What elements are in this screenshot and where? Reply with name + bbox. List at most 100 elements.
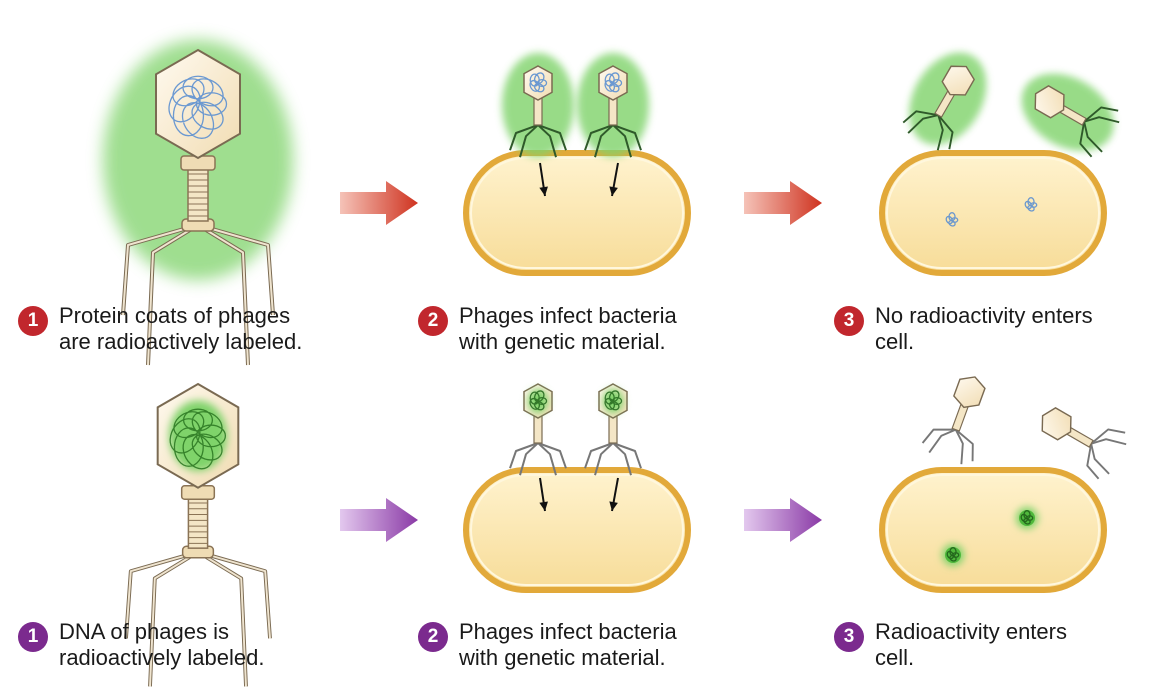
caption-line: with genetic material.	[459, 329, 666, 354]
tail-fiber	[594, 124, 614, 158]
tail-fiber	[509, 442, 539, 469]
arrow-right-icon	[340, 498, 418, 542]
dna-icon	[946, 547, 960, 562]
arrow-right-icon	[744, 498, 822, 542]
caption-text: Radioactivity enters cell.	[875, 619, 1067, 671]
capsid-head	[1034, 85, 1065, 119]
tail-fiber	[1090, 428, 1126, 445]
dna-icon	[1024, 197, 1038, 212]
step-number-badge: 2	[418, 622, 448, 652]
tail-fiber	[955, 428, 974, 462]
tail-fiber	[954, 429, 964, 465]
tail-fiber	[1079, 121, 1093, 158]
bacterium-icon	[463, 467, 691, 593]
step-number-badge: 1	[18, 306, 48, 336]
phage-icon	[1021, 73, 1120, 158]
capsid-head	[941, 65, 975, 96]
tail-fiber	[594, 442, 614, 476]
tail-fiber	[612, 442, 632, 476]
caption-line: No radioactivity enters	[875, 303, 1093, 328]
caption-line: cell.	[875, 329, 915, 354]
caption-row1-step1: 1 Protein coats of phages are radioactiv…	[18, 303, 302, 355]
phage-icon	[1041, 407, 1127, 480]
dna-icon	[1016, 507, 1038, 529]
caption-line: cell.	[875, 645, 915, 670]
tail-fiber	[907, 114, 939, 134]
tail-fiber	[519, 442, 539, 476]
caption-line: Radioactivity enters	[875, 619, 1067, 644]
phage-icon	[103, 40, 293, 366]
dna-icon	[168, 75, 228, 139]
tail-fiber	[1090, 443, 1110, 475]
phage-icon	[584, 383, 642, 476]
dna-icon	[945, 212, 959, 227]
tail-fiber	[537, 124, 557, 158]
caption-text: DNA of phages is radioactively labeled.	[59, 619, 264, 671]
dna-icon	[945, 212, 959, 227]
tail-fiber	[612, 124, 642, 151]
tail-fiber	[921, 428, 956, 444]
capsid-head	[953, 376, 986, 409]
tail-sheath	[608, 96, 618, 126]
dna-icon	[1020, 510, 1034, 525]
caption-text: Phages infect bacteria with genetic mate…	[459, 303, 677, 355]
caption-row2-step3: 3 Radioactivity enters cell.	[834, 619, 1067, 671]
tail-fiber	[902, 110, 939, 124]
phage-icon	[921, 376, 986, 465]
tail-fiber	[1086, 443, 1100, 480]
phage-icon	[577, 53, 649, 158]
dna-icon	[604, 390, 623, 411]
tail-fiber	[1090, 438, 1127, 446]
tail-sheath	[533, 414, 543, 444]
tail-fiber	[1083, 106, 1119, 123]
tail-fiber	[509, 124, 539, 151]
bacterium-icon	[879, 150, 1107, 276]
dna-icon	[529, 390, 548, 411]
dna-icon	[604, 72, 623, 93]
tail-fiber	[584, 124, 614, 151]
phage-icon	[124, 382, 272, 687]
dna-icon	[169, 408, 227, 470]
arrow-right-icon	[340, 181, 418, 225]
caption-text: Phages infect bacteria with genetic mate…	[459, 619, 677, 671]
tail-fiber	[519, 124, 539, 158]
caption-line: Phages infect bacteria	[459, 619, 677, 644]
arrow-right-icon	[744, 181, 822, 225]
tail-fiber	[612, 124, 632, 158]
dna-icon	[529, 72, 548, 93]
bacterium-icon	[463, 150, 691, 276]
tail-sheath	[608, 414, 618, 444]
caption-text: No radioactivity enters cell.	[875, 303, 1093, 355]
phage-icon	[902, 52, 987, 151]
caption-line: DNA of phages is	[59, 619, 229, 644]
caption-line: radioactively labeled.	[59, 645, 265, 670]
step-number-badge: 3	[834, 622, 864, 652]
caption-row1-step3: 3 No radioactivity enters cell.	[834, 303, 1093, 355]
caption-line: are radioactively labeled.	[59, 329, 303, 354]
step-number-badge: 1	[18, 622, 48, 652]
tail-sheath	[533, 96, 543, 126]
tail-fiber	[584, 442, 614, 469]
caption-line: with genetic material.	[459, 645, 666, 670]
caption-line: Phages infect bacteria	[459, 303, 677, 328]
tail-fiber	[936, 114, 944, 151]
tail-fiber	[537, 442, 557, 476]
tail-fiber	[537, 442, 567, 469]
capsid-head	[1041, 407, 1072, 441]
tail-fiber	[937, 114, 954, 150]
tail-fiber	[928, 428, 957, 454]
tail-fiber	[1083, 116, 1120, 124]
bacterium-icon	[879, 467, 1107, 593]
caption-row2-step2: 2 Phages infect bacteria with genetic ma…	[418, 619, 677, 671]
dna-icon	[1024, 197, 1038, 212]
caption-row1-step2: 2 Phages infect bacteria with genetic ma…	[418, 303, 677, 355]
tail-fiber	[1083, 121, 1103, 153]
caption-line: Protein coats of phages	[59, 303, 291, 328]
caption-row2-step1: 1 DNA of phages is radioactively labeled…	[18, 619, 264, 671]
step-number-badge: 2	[418, 306, 448, 336]
phage-icon	[509, 383, 567, 476]
tail-fiber	[537, 124, 567, 151]
caption-text: Protein coats of phages are radioactivel…	[59, 303, 302, 355]
step-number-badge: 3	[834, 306, 864, 336]
